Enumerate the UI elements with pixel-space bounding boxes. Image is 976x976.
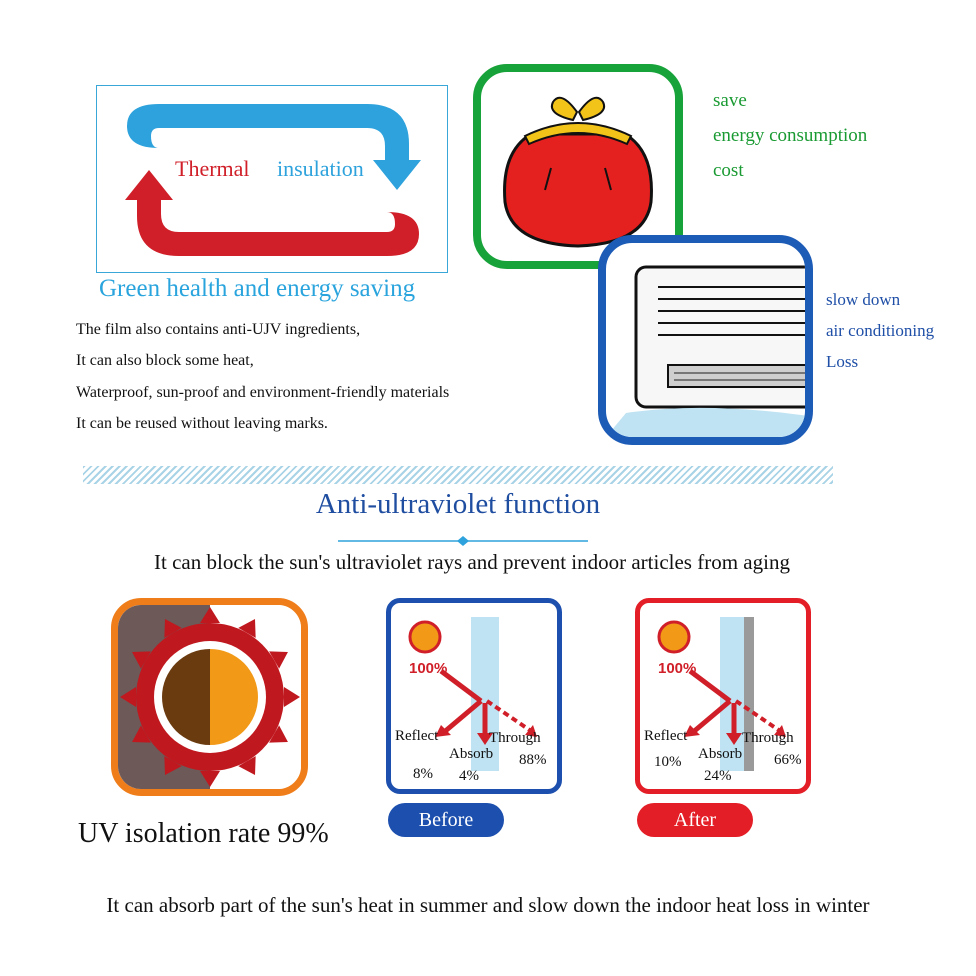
after-through-label: Through <box>742 730 794 746</box>
before-incoming: 100% <box>409 660 448 677</box>
air-conditioner-tile <box>598 235 813 445</box>
title-underline <box>338 536 588 546</box>
purse-icon <box>503 96 653 248</box>
uv-sun-tile <box>111 598 308 796</box>
before-badge: Before <box>388 803 504 837</box>
air-conditioning-word: air conditioning <box>826 321 935 340</box>
cycle-arrows-icon <box>125 104 421 256</box>
before-absorb-label: Absorb <box>449 746 494 762</box>
before-through-label: Through <box>489 730 541 746</box>
after-through-value: 66% <box>774 752 802 768</box>
before-absorb-value: 4% <box>459 768 479 784</box>
loss-word: Loss <box>826 352 859 371</box>
description-line-2: It can also block some heat, <box>76 352 254 369</box>
sun-icon <box>118 605 301 789</box>
uv-isolation-rate: UV isolation rate 99% <box>78 818 329 849</box>
purse-tile <box>473 64 683 269</box>
anti-uv-title: Anti-ultraviolet function <box>315 488 601 520</box>
slow-down-word: slow down <box>826 290 901 309</box>
anti-uv-subtitle: It can block the sun's ultraviolet rays … <box>154 550 790 574</box>
after-panel: 100% Reflect 10% Absorb 24% Through 66% <box>635 598 811 794</box>
after-reflect-value: 10% <box>654 754 682 770</box>
before-through-value: 88% <box>519 752 547 768</box>
bottom-caption: It can absorb part of the sun's heat in … <box>106 893 870 917</box>
description-line-3: Waterproof, sun-proof and environment-fr… <box>76 384 450 401</box>
cost-word: cost <box>713 160 744 181</box>
after-absorb-value: 24% <box>704 768 732 784</box>
energy-consumption-word: energy consumption <box>713 125 868 146</box>
thermal-label: Thermal <box>175 156 250 181</box>
glass-sun-diagram-icon <box>408 617 537 771</box>
before-panel: 100% Reflect 8% Absorb 4% Through 88% <box>386 598 562 794</box>
green-health-title: Green health and energy saving <box>99 275 416 302</box>
air-conditioner-icon <box>606 265 805 437</box>
before-reflect-value: 8% <box>413 766 433 782</box>
description-line-1: The film also contains anti-UJV ingredie… <box>76 321 361 338</box>
glass-sun-diagram-icon <box>657 617 786 771</box>
description-line-4: It can be reused without leaving marks. <box>76 415 328 432</box>
after-incoming: 100% <box>658 660 697 677</box>
save-word: save <box>713 90 747 111</box>
thermal-insulation-box: Thermal insulation <box>96 85 448 273</box>
before-reflect-label: Reflect <box>395 728 439 744</box>
hatched-divider <box>83 466 833 484</box>
insulation-label: insulation <box>277 156 364 181</box>
after-absorb-label: Absorb <box>698 746 743 762</box>
after-reflect-label: Reflect <box>644 728 688 744</box>
after-badge: After <box>637 803 753 837</box>
